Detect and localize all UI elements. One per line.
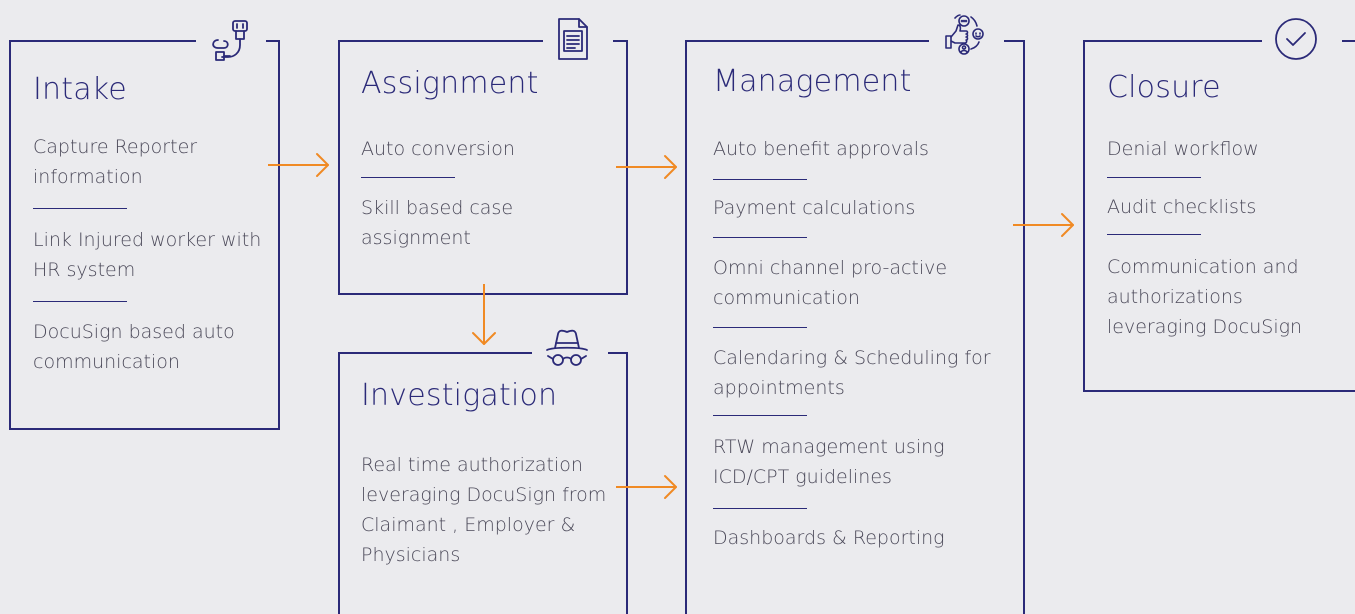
management-item: Auto benefit approvals — [713, 138, 929, 160]
arrow-management-to-closure — [1013, 212, 1077, 238]
assignment-item: Skill based case assignment — [361, 197, 514, 249]
assignment-title: Assignment — [361, 66, 539, 101]
separator — [1107, 234, 1201, 235]
separator — [361, 177, 455, 178]
arrow-assignment-to-investigation — [471, 284, 497, 348]
pipe-plug-icon — [208, 18, 254, 64]
assignment-box: Assignment Auto conversion Skill based c… — [338, 16, 628, 295]
management-item: Omni channel pro-active communication — [713, 257, 948, 309]
arrow-investigation-to-management — [616, 474, 680, 500]
separator — [713, 237, 807, 238]
separator — [1107, 177, 1201, 178]
management-item: Calendaring & Scheduling for appointment… — [713, 347, 991, 399]
intake-box: Intake Capture Reporter information Link… — [9, 18, 280, 430]
thumbs-up-communication-icon — [941, 12, 987, 58]
separator — [713, 415, 807, 416]
intake-item: Link Injured worker with HR system — [33, 229, 262, 281]
management-box: Management Auto benefit approvals Paymen… — [685, 12, 1025, 614]
checkmark-circle-icon — [1273, 16, 1319, 62]
management-item: Dashboards & Reporting — [713, 527, 945, 549]
management-title: Management — [713, 64, 912, 99]
separator — [33, 208, 127, 209]
arrow-assignment-to-management — [616, 154, 680, 180]
closure-item: Denial workflow — [1107, 138, 1259, 160]
intake-item: DocuSign based auto communication — [33, 321, 235, 373]
investigation-box: Investigation Real time authorization le… — [338, 326, 628, 614]
closure-item: Communication and authorizations leverag… — [1107, 256, 1303, 338]
closure-box: Closure Denial workflow Audit checklists… — [1083, 16, 1355, 392]
closure-title: Closure — [1107, 70, 1221, 105]
closure-item: Audit checklists — [1107, 196, 1257, 218]
separator — [33, 301, 127, 302]
assignment-item: Auto conversion — [361, 138, 515, 160]
hat-glasses-icon — [544, 326, 590, 372]
separator — [713, 179, 807, 180]
document-icon — [550, 16, 596, 62]
investigation-item: Real time authorization leveraging DocuS… — [361, 454, 607, 566]
management-item: RTW management using ICD/CPT guidelines — [713, 436, 945, 488]
investigation-title: Investigation — [361, 378, 558, 413]
arrow-intake-to-assignment — [268, 152, 332, 178]
intake-title: Intake — [33, 72, 127, 107]
separator — [713, 508, 807, 509]
separator — [713, 327, 807, 328]
management-item: Payment calculations — [713, 197, 916, 219]
intake-item: Capture Reporter information — [33, 136, 198, 188]
